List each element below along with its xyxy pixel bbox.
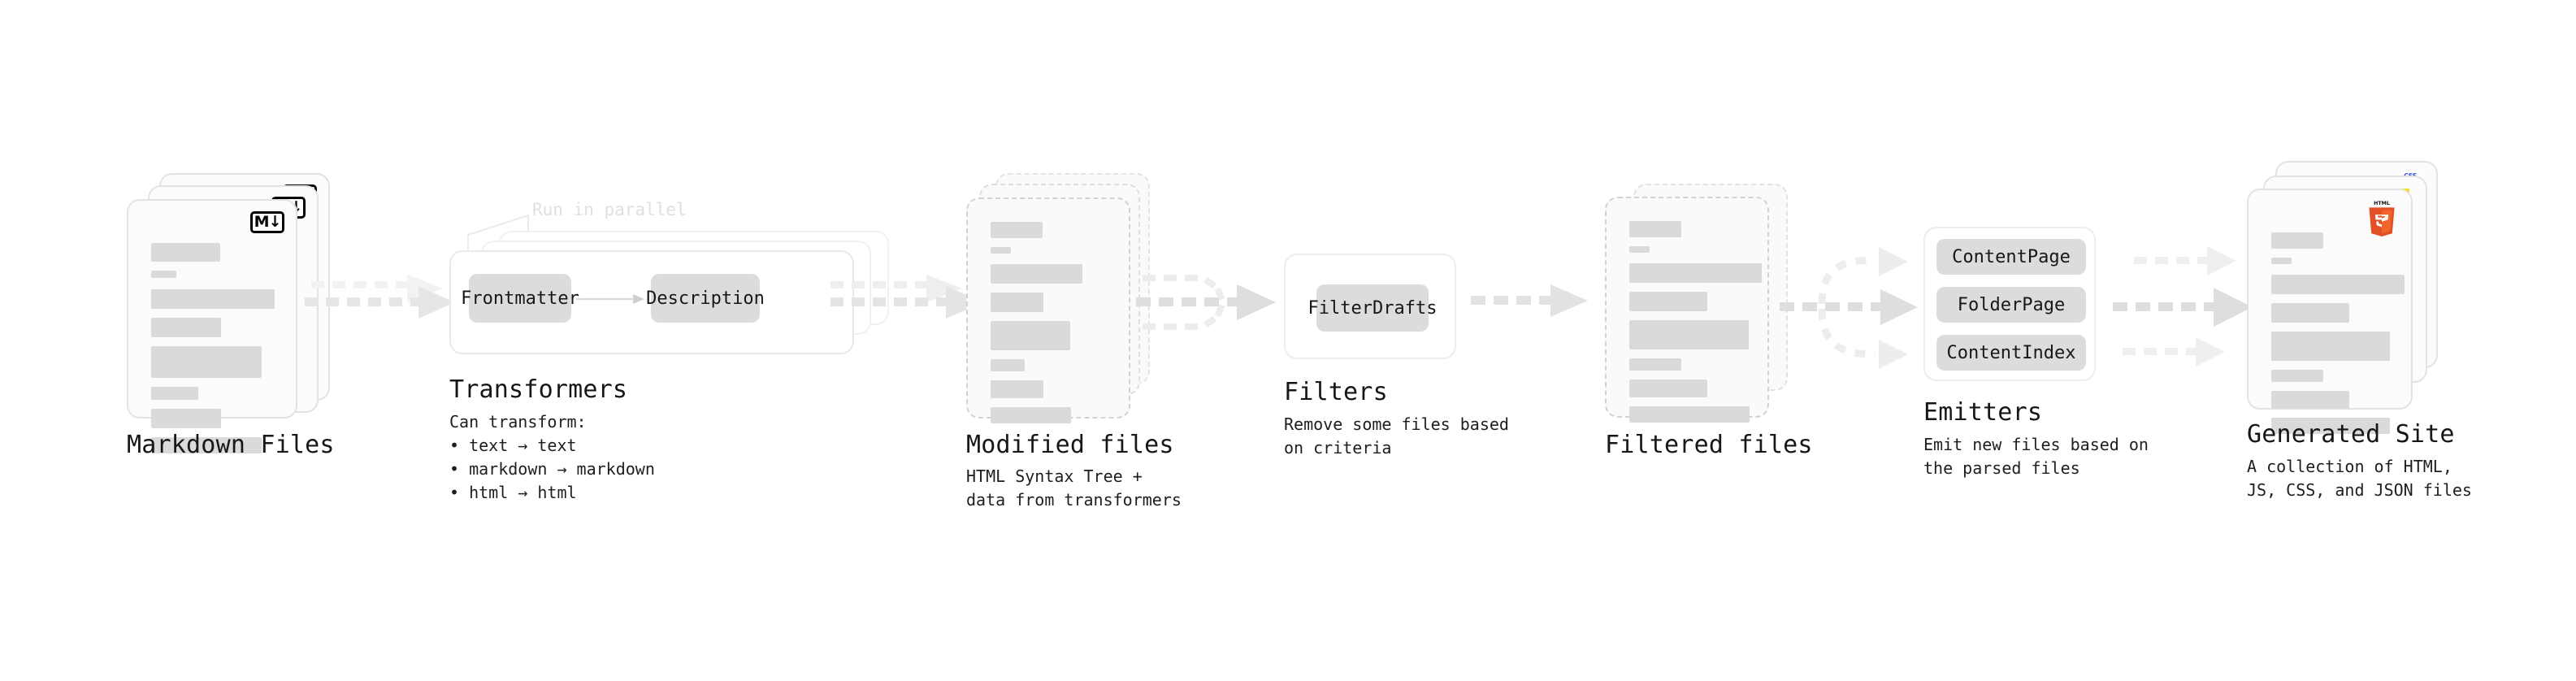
transformers-frame: Frontmatter Description — [449, 250, 854, 354]
filtered-card-placeholder-lines — [1629, 221, 1762, 432]
site-card-placeholder-lines — [2271, 232, 2405, 443]
emitters-frame: ContentPage FolderPage ContentIndex — [1923, 227, 2096, 381]
emitters-subtitle: Emit new files based on the parsed files — [1923, 435, 2149, 478]
modified-files-title: Modified files — [966, 431, 1174, 459]
filters-frame: FilterDrafts — [1284, 254, 1456, 359]
svg-text:HTML: HTML — [2374, 201, 2390, 206]
modified-files-subtitle: HTML Syntax Tree + data from transformer… — [966, 466, 1182, 510]
arrow-emitters-to-site — [2113, 246, 2253, 367]
emitter-chip-contentindex[interactable]: ContentIndex — [1936, 335, 2086, 371]
arrow-filters-to-filtered — [1471, 284, 1588, 317]
markdown-files-title: Markdown Files — [127, 431, 335, 459]
transformer-chip-description[interactable]: Description — [646, 274, 765, 323]
emitter-chip-contentpage[interactable]: ContentPage — [1936, 239, 2086, 275]
emitter-chip-folderpage[interactable]: FolderPage — [1936, 287, 2086, 323]
filters-title: Filters — [1284, 378, 1388, 406]
run-in-parallel-label: Run in parallel — [532, 200, 687, 219]
transformer-inner-arrow — [576, 294, 644, 304]
arrow-transformers-to-modified — [830, 275, 983, 319]
site-card-front: HTML — [2247, 189, 2413, 434]
filters-subtitle: Remove some files based on criteria — [1284, 414, 1509, 458]
filtered-card-front — [1605, 197, 1769, 423]
markdown-card-front: M↓ — [127, 199, 297, 453]
transformer-chip-frontmatter[interactable]: Frontmatter — [461, 274, 579, 323]
filter-chip-filterdrafts[interactable]: FilterDrafts — [1308, 284, 1437, 332]
markdown-card-placeholder-lines — [151, 243, 275, 462]
transformers-subtitle: Can transform: • text → text • markdown … — [449, 412, 655, 502]
arrow-modified-to-filters — [1136, 275, 1276, 330]
transformers-title: Transformers — [449, 375, 628, 404]
generated-site-title: Generated Site — [2247, 420, 2455, 449]
emitters-title: Emitters — [1923, 398, 2043, 427]
generated-site-subtitle: A collection of HTML, JS, CSS, and JSON … — [2247, 457, 2472, 500]
modified-card-placeholder-lines — [991, 222, 1082, 432]
run-in-parallel-bracket — [467, 214, 529, 249]
arrow-markdown-to-transformers — [305, 275, 455, 319]
arrow-filtered-to-emitters — [1780, 247, 1918, 369]
modified-card-front — [966, 197, 1130, 423]
markdown-badge: M↓ — [250, 211, 284, 233]
filtered-files-title: Filtered files — [1605, 431, 1813, 459]
html5-icon: HTML — [2369, 201, 2395, 236]
